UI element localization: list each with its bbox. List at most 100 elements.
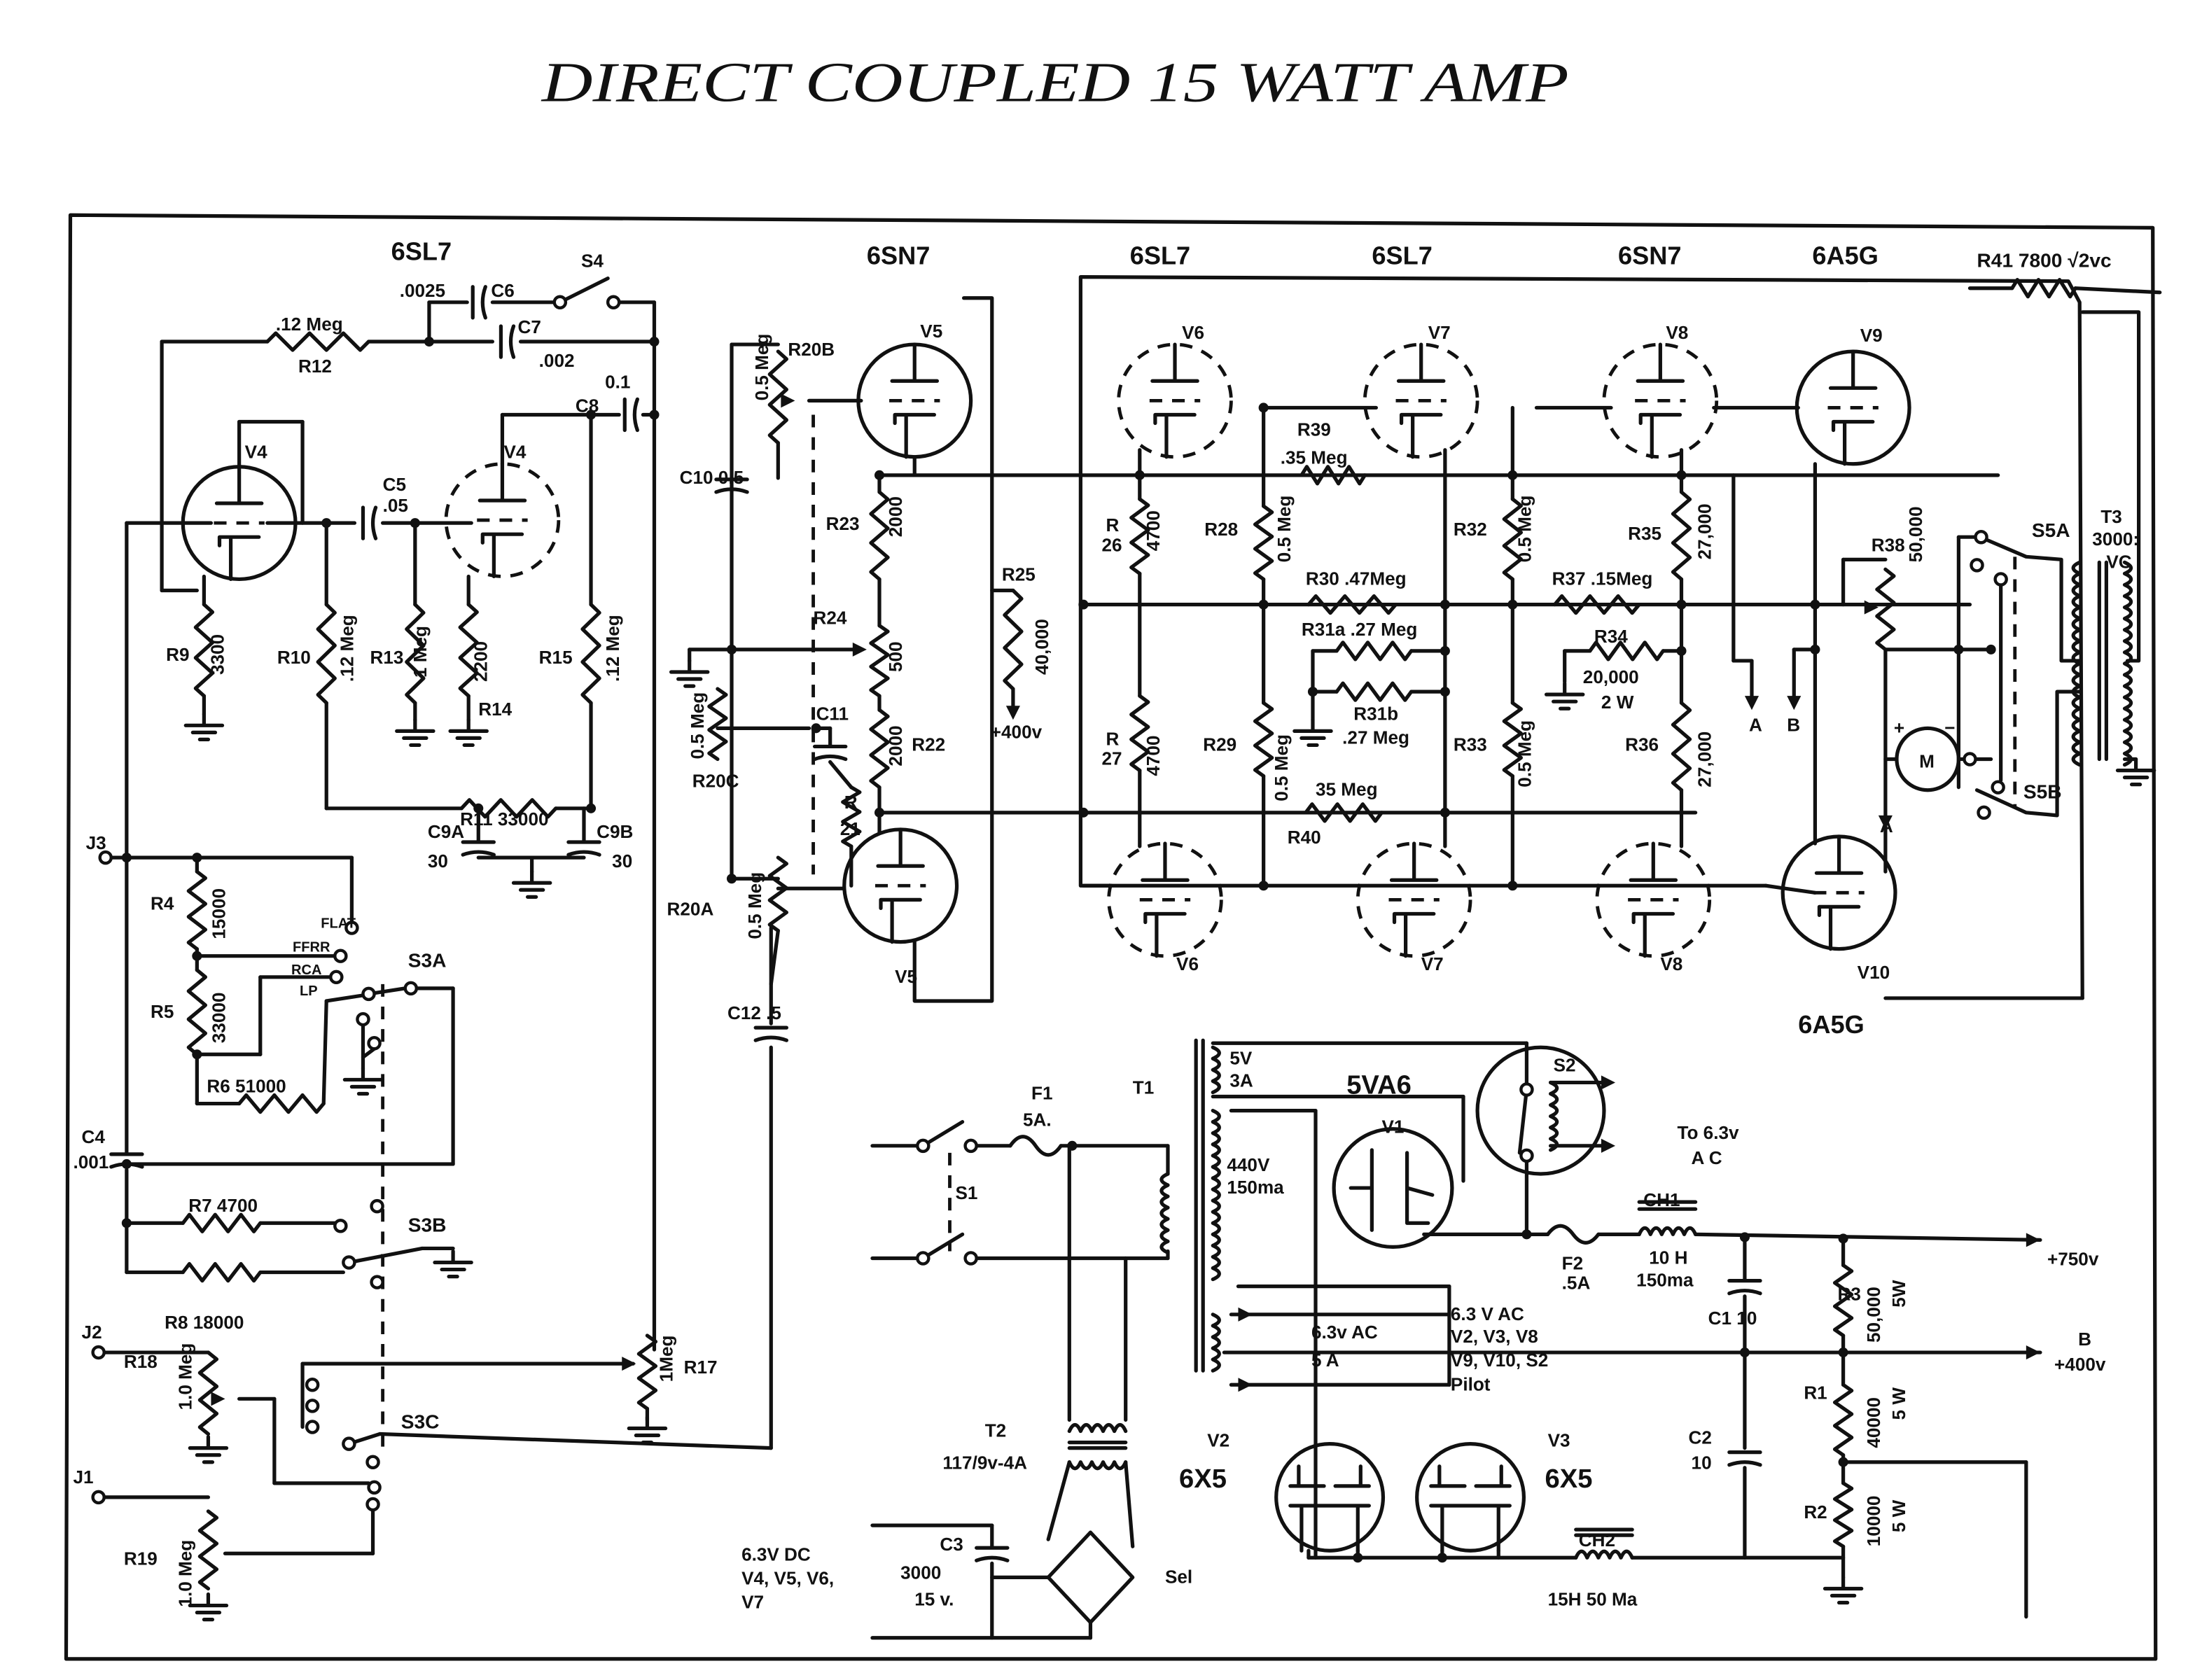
wire [2080, 310, 2141, 663]
coil [1574, 1549, 1634, 1560]
junction-dot [1440, 599, 1450, 610]
junction-dot [1437, 1553, 1447, 1563]
terminal [1977, 805, 1991, 820]
tube-v6b-plate [1141, 841, 1190, 882]
resistor [869, 490, 890, 582]
label-r38-val: 50,000 [1905, 507, 1926, 563]
resistor [1304, 802, 1384, 823]
terminal [305, 1378, 320, 1392]
label-a-in: A [1880, 816, 1893, 836]
label-r25-val: 40,000 [1031, 619, 1052, 675]
tube-v4a-cathode [217, 535, 261, 582]
resistor [1832, 1382, 1854, 1457]
tube-v7b-cathode [1392, 911, 1436, 958]
tube-v8a-envelope [1602, 342, 1719, 459]
label-r39-val: .35 Meg [1281, 447, 1348, 468]
tube-v7a-plate [1396, 342, 1446, 383]
label-r35-val: 27,000 [1694, 503, 1715, 559]
label-r27a: R [1106, 728, 1120, 749]
junction-dot [1838, 1457, 1848, 1467]
rectifier-v3-elements [1429, 1464, 1512, 1553]
arrow-icon [781, 393, 795, 408]
label-t3: T3 [2100, 506, 2121, 527]
resistor [841, 785, 862, 848]
label-r11: R11 33000 [460, 808, 548, 830]
junction-dot [1258, 402, 1269, 413]
label-r28-val: 0.5 Meg [1274, 496, 1295, 563]
label-heat2: 6.3v AC [1311, 1322, 1378, 1343]
capacitor [499, 324, 516, 359]
meter-icon [1895, 726, 1960, 792]
junction-dot [121, 1218, 132, 1228]
label-c8: C8 [576, 395, 599, 416]
resistor [181, 1261, 263, 1283]
label-s5a: S5A [2032, 519, 2070, 541]
coil [1159, 1172, 1170, 1255]
junction-dot [1507, 599, 1518, 610]
junction-dot [1739, 1232, 1750, 1242]
label-r23: R23 [826, 513, 860, 534]
label-r39: R39 [1297, 419, 1331, 440]
arrow-icon [2026, 1233, 2040, 1247]
resistor [316, 602, 337, 705]
terminal [333, 1219, 348, 1233]
terminal [342, 1436, 356, 1451]
label-t1-hv-ma: 150ma [1227, 1177, 1284, 1198]
label-r14-val: 2200 [470, 641, 491, 682]
junction-dot [192, 1049, 202, 1060]
terminal [344, 920, 359, 935]
label-c3: C3 [940, 1534, 963, 1555]
resistor [458, 602, 479, 698]
resistor [2010, 278, 2077, 299]
terminal [403, 981, 419, 996]
wire [1124, 1460, 1135, 1548]
label-c10: C10 0.5 [680, 467, 744, 488]
label-t1-3a: 3A [1229, 1070, 1253, 1091]
junction-dot [874, 807, 885, 818]
ground-icon [511, 869, 552, 899]
resistor [1335, 640, 1414, 662]
label-r17: R17 [684, 1357, 718, 1378]
label-r30: R30 .47Meg [1306, 568, 1407, 589]
junction-dot [1810, 644, 1820, 654]
coil [2071, 560, 2082, 767]
junction-dot [321, 518, 332, 528]
resistor [459, 798, 558, 819]
resistor [869, 624, 890, 698]
tube-v8a-cathode [1638, 412, 1682, 459]
tube-v5a-plate [890, 342, 940, 383]
capacitor [714, 477, 749, 494]
label-r23-val: 2000 [885, 496, 906, 537]
resistor [186, 968, 208, 1056]
schematic-frame [64, 213, 2158, 1661]
label-r2-w: 5 W [1888, 1499, 1909, 1532]
capacitor [975, 1546, 1010, 1562]
junction-dot [726, 874, 737, 884]
label-r20c: R20C [692, 771, 739, 792]
switch-rotor [1974, 690, 2082, 818]
terminal [91, 1345, 106, 1360]
terminal [552, 295, 568, 310]
label-r20c-val: 0.5 Meg [687, 692, 708, 760]
ground-icon [448, 718, 489, 748]
label-c6-val: .0025 [400, 280, 445, 301]
label-ch2-val: 15H 50 Ma [1548, 1589, 1638, 1610]
label-r26-val: 4700 [1143, 510, 1164, 551]
arrow-icon [1601, 1075, 1616, 1090]
label-r20b-val: 0.5 Meg [751, 334, 772, 401]
label-c4: C4 [82, 1126, 106, 1147]
coil [1548, 1080, 1559, 1152]
label-to63-ac: A C [1692, 1147, 1722, 1168]
terminal [963, 1138, 978, 1154]
components [91, 278, 2156, 1625]
arrow-icon [2026, 1345, 2040, 1360]
label-r36: R36 [1625, 734, 1659, 755]
junction-dot [1440, 645, 1450, 656]
junction-dot [586, 410, 597, 420]
label-type-v2: 6X5 [1179, 1464, 1227, 1494]
junction-dot [121, 853, 132, 863]
junction-dot [649, 337, 660, 347]
junction-dot [1307, 687, 1318, 697]
label-r25: R25 [1002, 564, 1036, 584]
arrow-icon [1878, 815, 1893, 830]
